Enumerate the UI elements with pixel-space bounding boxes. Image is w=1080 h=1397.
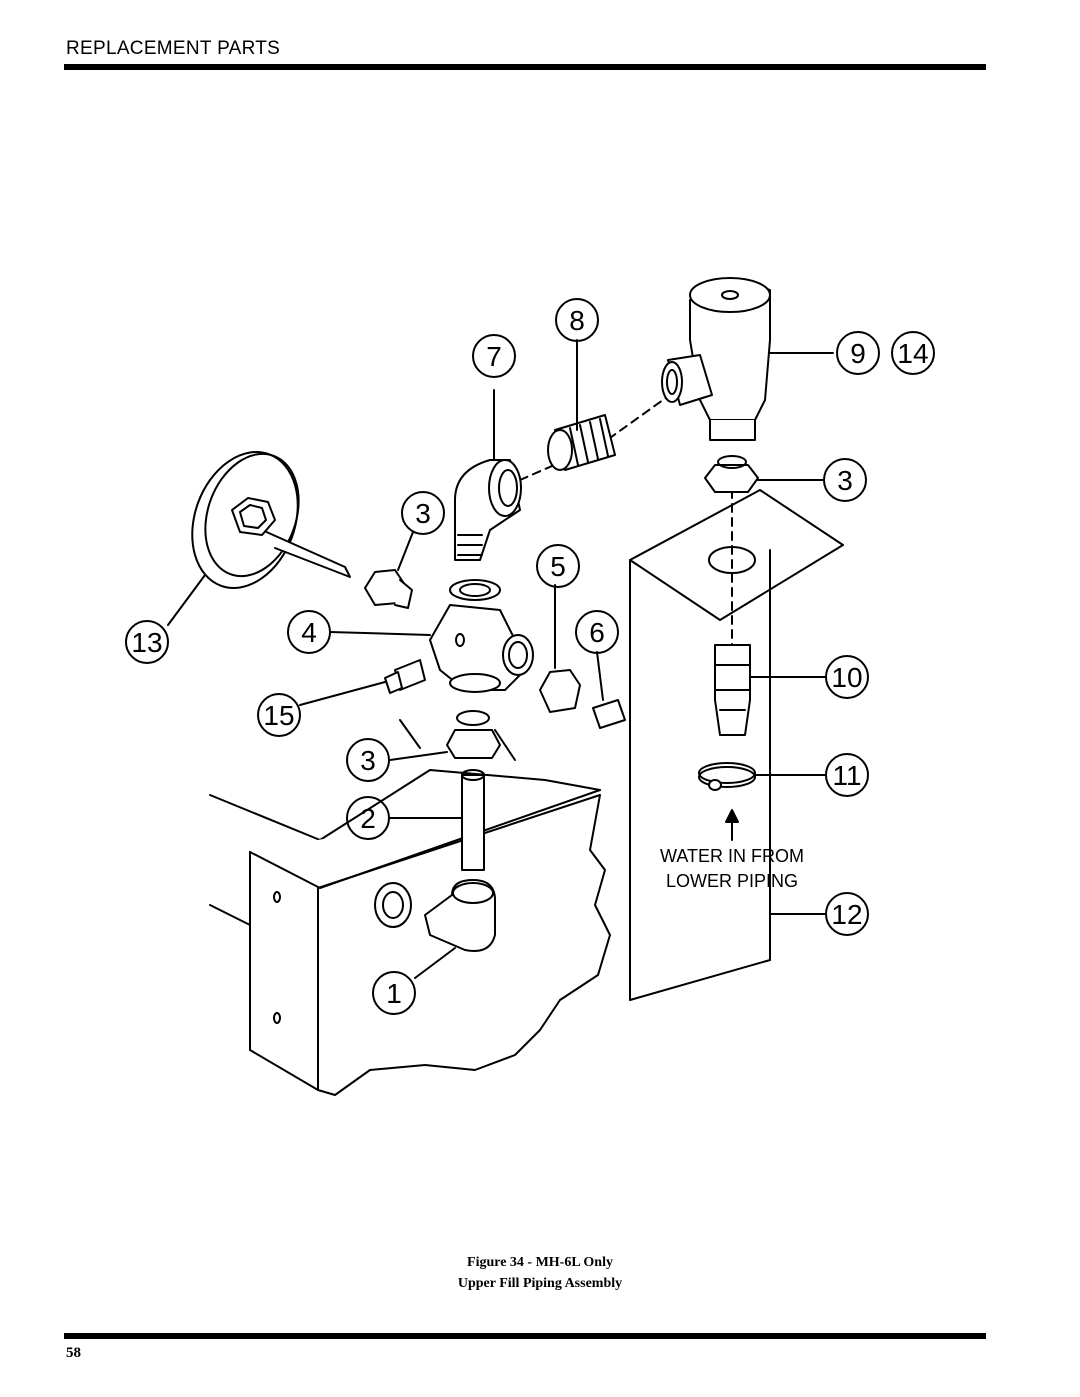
- lower-nut: [446, 710, 501, 759]
- lower-elbow: [374, 879, 496, 952]
- cross-fitting: [429, 579, 534, 693]
- valve-nut: [704, 455, 759, 493]
- callout-15: 15: [263, 700, 294, 731]
- callout-7: 7: [486, 341, 502, 372]
- fryer-cabinet: [209, 719, 611, 1096]
- square-plug: [384, 659, 426, 694]
- callout-10: 10: [831, 662, 862, 693]
- bushing-right: [539, 669, 581, 713]
- pan-panel: [629, 489, 844, 1001]
- callout-9: 9: [850, 338, 866, 369]
- reducer-left: [364, 569, 413, 609]
- footer-rule: [64, 1333, 986, 1339]
- water-in-note-line1: WATER IN FROM: [660, 846, 804, 866]
- callout-8: 8: [569, 305, 585, 336]
- hose-barb: [714, 644, 751, 736]
- callout-5: 5: [550, 551, 566, 582]
- callout-13: 13: [131, 627, 162, 658]
- callout-11: 11: [832, 760, 861, 791]
- callout-12: 12: [831, 899, 862, 930]
- figure-caption-title: Figure 34 - MH-6L Only: [467, 1255, 613, 1270]
- water-in-note-line2: LOWER PIPING: [666, 871, 798, 891]
- callout-3-reducer: 3: [415, 498, 431, 529]
- pipe-nipple-vertical: [461, 769, 485, 871]
- upper-elbow: [454, 459, 522, 561]
- callout-14: 14: [897, 338, 928, 369]
- callout-1: 1: [386, 978, 402, 1009]
- callout-circles: [125, 298, 935, 1015]
- callout-6: 6: [589, 617, 605, 648]
- page-number: 58: [66, 1345, 81, 1361]
- leader-lines: [167, 339, 834, 979]
- thermometer: [191, 451, 351, 589]
- callout-2: 2: [360, 803, 376, 834]
- plug-right: [592, 699, 626, 729]
- hose-clamp: [698, 762, 756, 791]
- water-in-arrow-head: [725, 809, 739, 823]
- figure-caption-subtitle: Upper Fill Piping Assembly: [457, 1276, 623, 1291]
- callout-3-lower-nut: 3: [360, 745, 376, 776]
- callout-4: 4: [301, 617, 317, 648]
- callout-3-valve-nut: 3: [837, 465, 853, 496]
- section-header: REPLACEMENT PARTS: [66, 38, 281, 59]
- fill-valve: [661, 277, 771, 441]
- header-rule: [64, 64, 986, 70]
- pipe-nipple-upper: [547, 414, 616, 471]
